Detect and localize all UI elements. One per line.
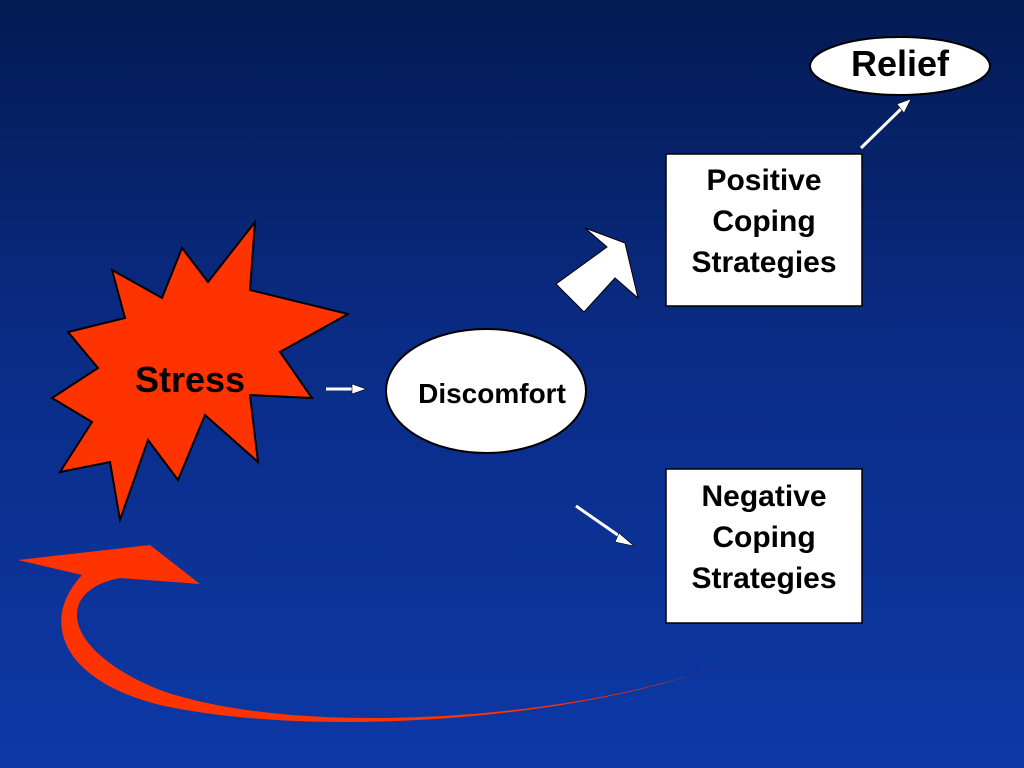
positive-coping-box bbox=[665, 153, 863, 307]
discomfort-label: Discomfort bbox=[418, 378, 566, 409]
positive-coping-label: Positive Coping Strategies bbox=[666, 160, 862, 283]
negative-line-3: Strategies bbox=[691, 562, 837, 595]
positive-to-relief-arrow bbox=[859, 98, 912, 150]
positive-line-1: Positive bbox=[706, 164, 822, 197]
positive-line-2: Coping bbox=[712, 205, 816, 238]
positive-line-3: Strategies bbox=[691, 246, 837, 279]
negative-line-1: Negative bbox=[701, 480, 827, 513]
negative-coping-label: Negative Coping Strategies bbox=[666, 476, 862, 599]
relief-oval bbox=[809, 36, 991, 96]
negative-coping-box bbox=[665, 468, 863, 624]
stress-burst bbox=[50, 218, 351, 524]
discomfort-to-negative-arrow bbox=[575, 504, 636, 547]
discomfort-oval bbox=[385, 328, 587, 454]
relief-label: Relief bbox=[850, 43, 950, 84]
discomfort-to-positive-arrow bbox=[555, 227, 639, 313]
stress-label: Stress bbox=[134, 359, 246, 400]
stress-to-discomfort-arrow bbox=[326, 383, 367, 395]
negative-line-2: Coping bbox=[712, 521, 816, 554]
feedback-arrow bbox=[18, 545, 748, 723]
